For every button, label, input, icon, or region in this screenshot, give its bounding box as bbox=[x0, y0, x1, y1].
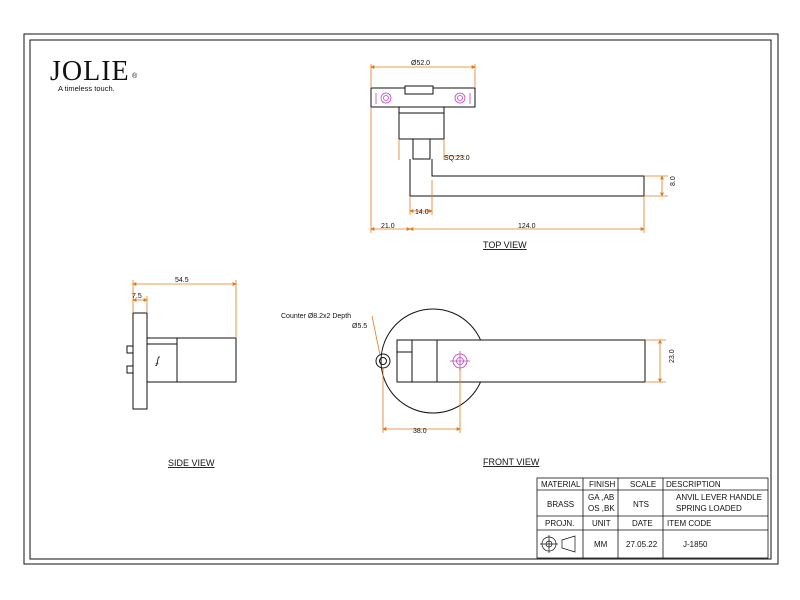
projection-symbol bbox=[540, 535, 576, 553]
top-rose-hidden-holes bbox=[375, 92, 471, 104]
tb-date: 27.05.22 bbox=[626, 540, 658, 549]
tb-header-description: DESCRIPTION bbox=[666, 480, 721, 489]
tb-header-finish: FINISH bbox=[589, 480, 615, 489]
front-dim-counter: Counter Ø8.2x2 Depth bbox=[281, 313, 351, 320]
top-spindle bbox=[404, 85, 434, 95]
front-view-label: FRONT VIEW bbox=[483, 457, 540, 467]
side-pin-lower bbox=[126, 365, 134, 374]
top-dim-length: 124.0 bbox=[518, 223, 536, 230]
side-pin-upper bbox=[126, 345, 134, 354]
outer-border bbox=[23, 33, 779, 565]
front-screw-inner bbox=[379, 357, 387, 365]
tb-description-1: ANVIL LEVER HANDLE bbox=[676, 493, 762, 502]
tb-finish-2: OS ,BK bbox=[588, 504, 615, 513]
top-dim-thickness: 8.0 bbox=[670, 176, 677, 186]
side-lever-body bbox=[146, 337, 237, 383]
top-dim-square: SQ.23.0 bbox=[444, 155, 470, 162]
top-view-label: TOP VIEW bbox=[483, 240, 527, 250]
tb-finish-1: GA ,AB bbox=[588, 493, 614, 502]
title-block bbox=[536, 477, 769, 559]
top-square-neck bbox=[398, 106, 445, 140]
tb-unit: MM bbox=[594, 540, 608, 549]
tb-header-material: MATERIAL bbox=[541, 480, 581, 489]
front-view bbox=[375, 308, 646, 414]
registered-mark: ® bbox=[132, 72, 138, 80]
tb-header-scale: SCALE bbox=[630, 480, 656, 489]
logo-wordmark: JOLIE bbox=[50, 56, 130, 87]
tb-scale: NTS bbox=[633, 500, 649, 509]
side-rose-plate bbox=[132, 312, 148, 410]
tb-item-code: J-1850 bbox=[683, 540, 708, 549]
tb-header-unit: UNIT bbox=[592, 519, 611, 528]
front-view-dimensions bbox=[371, 315, 666, 433]
inner-border bbox=[29, 39, 772, 560]
tb-header-projn: PROJN. bbox=[545, 519, 574, 528]
top-view bbox=[370, 85, 645, 197]
top-lever-arm bbox=[409, 159, 645, 197]
top-dim-neck: 14.0 bbox=[415, 209, 429, 216]
side-view-dimensions bbox=[132, 280, 237, 338]
front-dim-hole: Ø5.5 bbox=[352, 323, 367, 330]
tb-header-date: DATE bbox=[632, 519, 653, 528]
tb-description-2: SPRING LOADED bbox=[676, 504, 742, 513]
top-dim-offset: 21.0 bbox=[381, 223, 395, 230]
side-dim-depth: 54.5 bbox=[175, 277, 189, 284]
front-lever bbox=[396, 339, 646, 383]
top-view-dimensions bbox=[370, 64, 668, 233]
side-view-label: SIDE VIEW bbox=[168, 458, 215, 468]
front-screw-outer bbox=[375, 353, 391, 369]
brand-logo: JOLIE ® A timeless touch. bbox=[50, 56, 138, 93]
front-dim-width: 38.0 bbox=[413, 428, 427, 435]
top-shaft bbox=[412, 138, 431, 160]
logo-tagline: A timeless touch. bbox=[58, 84, 115, 93]
tb-material: BRASS bbox=[547, 500, 574, 509]
top-dim-rose-dia: Ø52.0 bbox=[411, 60, 430, 67]
front-dim-height: 23.0 bbox=[669, 349, 676, 363]
tb-header-item-code: ITEM CODE bbox=[667, 519, 711, 528]
side-view bbox=[126, 312, 237, 410]
side-logo-mark: ʄ bbox=[155, 356, 161, 367]
side-dim-rose: 7.5 bbox=[132, 293, 142, 300]
